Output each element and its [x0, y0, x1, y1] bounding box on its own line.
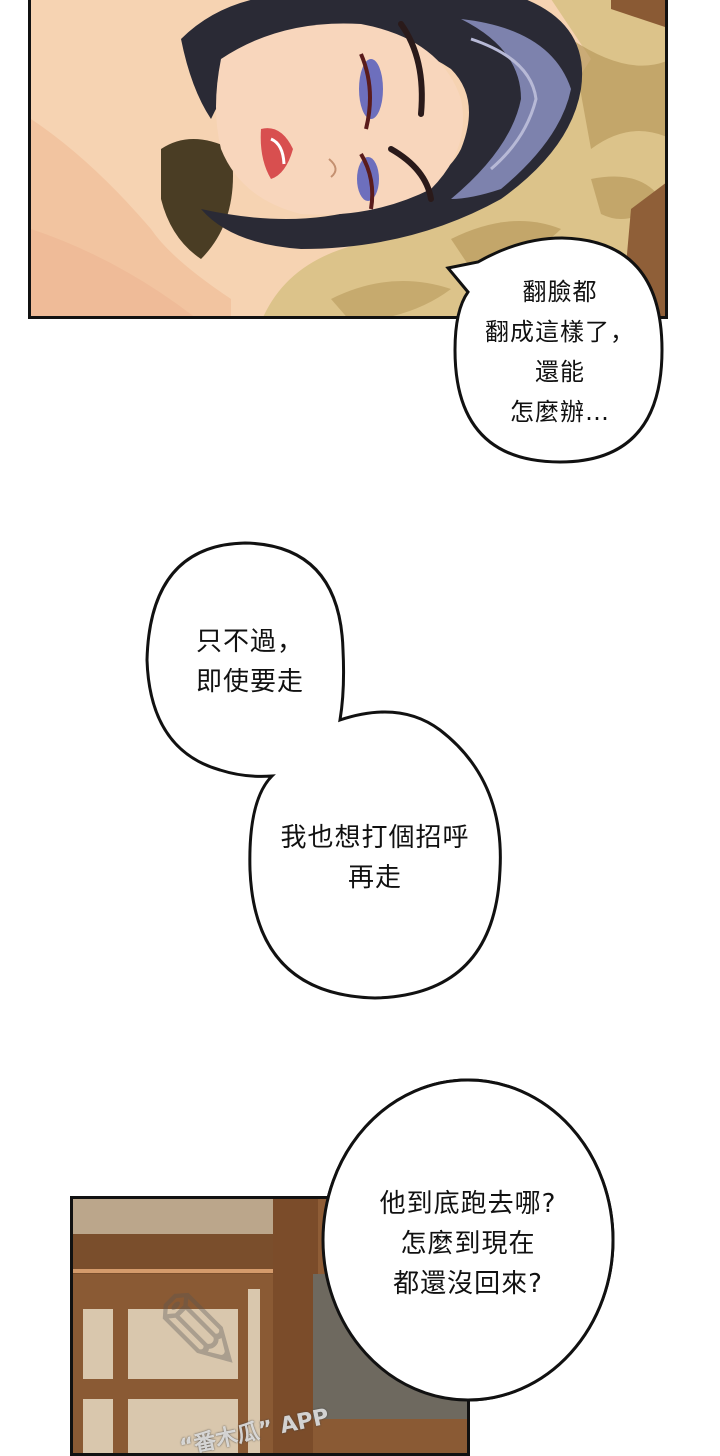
speech-bubble-1-text: 翻臉都 翻成這樣了， 還能 怎麼辦… [485, 278, 635, 426]
speech-bubble-3-text: 他到底跑去哪? 怎麼到現在 都還沒回來? [379, 1189, 557, 1299]
watermark-logo: ✎ [153, 1269, 246, 1397]
speech-bubble-2b-text: 我也想打個招呼 再走 [280, 823, 470, 893]
speech-bubble-2-shape [145, 541, 502, 1000]
speech-bubble-2a-text: 只不過， 即使要走 [195, 627, 304, 697]
